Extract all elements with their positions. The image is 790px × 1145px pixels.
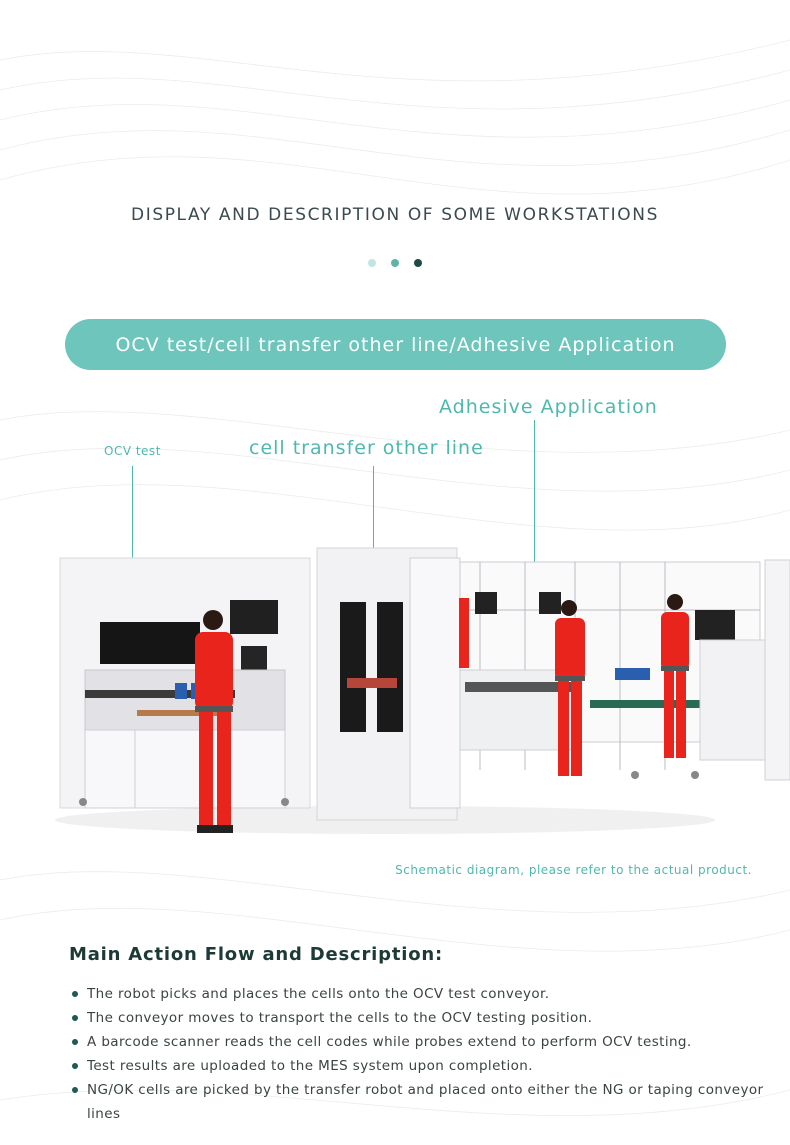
callout-line-adhesive [534, 420, 535, 600]
list-item: The conveyor moves to transport the cell… [72, 1006, 772, 1030]
bullet-icon [72, 1087, 78, 1093]
flow-list: The robot picks and places the cells ont… [72, 982, 772, 1126]
callout-line-ocv [132, 466, 133, 602]
adhesive-line [459, 559, 790, 781]
worker-figures [195, 594, 689, 833]
bullet-icon [72, 1015, 78, 1021]
list-item: A barcode scanner reads the cell codes w… [72, 1030, 772, 1054]
bullet-icon [72, 1039, 78, 1045]
pagination-dots [0, 259, 790, 267]
callout-cell-transfer: cell transfer other line [249, 437, 484, 459]
production-line-illustration [55, 547, 790, 834]
workstation-banner: OCV test/cell transfer other line/Adhesi… [65, 319, 726, 370]
banner-label: OCV test/cell transfer other line/Adhesi… [115, 333, 676, 356]
list-item: The robot picks and places the cells ont… [72, 982, 772, 1006]
ocv-test-machine [59, 547, 461, 821]
callout-ocv-test: OCV test [104, 444, 161, 458]
list-item: Test results are uploaded to the MES sys… [72, 1054, 772, 1078]
dot-3 [414, 259, 422, 267]
section-heading: DISPLAY AND DESCRIPTION OF SOME WORKSTAT… [131, 205, 659, 225]
dot-1 [368, 259, 376, 267]
dot-2 [391, 259, 399, 267]
schematic-caption: Schematic diagram, please refer to the a… [395, 863, 752, 877]
callout-adhesive-application: Adhesive Application [439, 396, 658, 418]
bullet-icon [72, 1063, 78, 1069]
flow-title: Main Action Flow and Description: [69, 944, 443, 965]
callout-line-transfer [373, 466, 374, 602]
list-item: NG/OK cells are picked by the transfer r… [72, 1078, 772, 1126]
bullet-icon [72, 991, 78, 997]
